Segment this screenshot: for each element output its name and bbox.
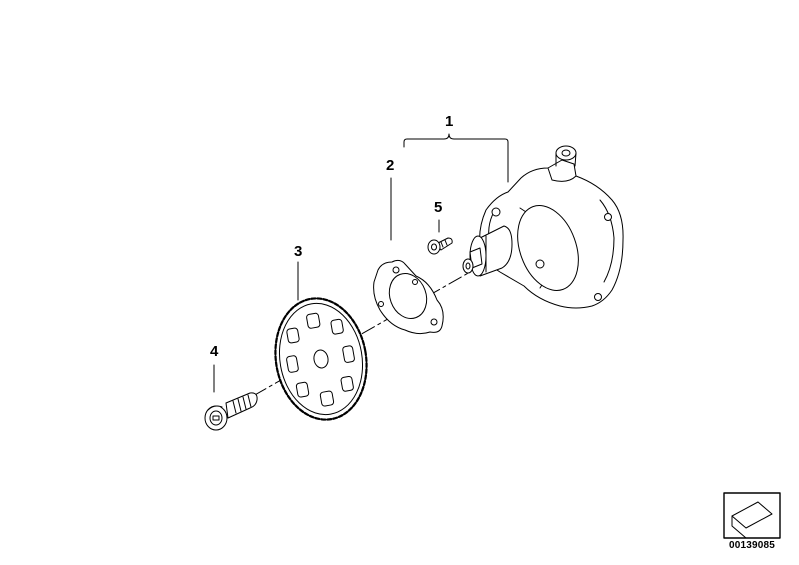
screw-part-5	[427, 237, 453, 255]
gasket-part-2	[373, 259, 444, 335]
callout-2: 2	[386, 157, 395, 174]
document-symbol-icon	[723, 492, 781, 539]
callout-5: 5	[434, 199, 443, 216]
sprocket-part-3	[274, 297, 368, 421]
callout-4: 4	[210, 343, 219, 360]
document-number: 00139085	[728, 540, 776, 551]
vacuum-pump-part-1	[462, 145, 624, 309]
leader-lines	[213, 133, 509, 393]
bolt-part-4	[204, 392, 258, 431]
callout-1: 1	[445, 113, 454, 130]
callout-3: 3	[294, 243, 303, 260]
